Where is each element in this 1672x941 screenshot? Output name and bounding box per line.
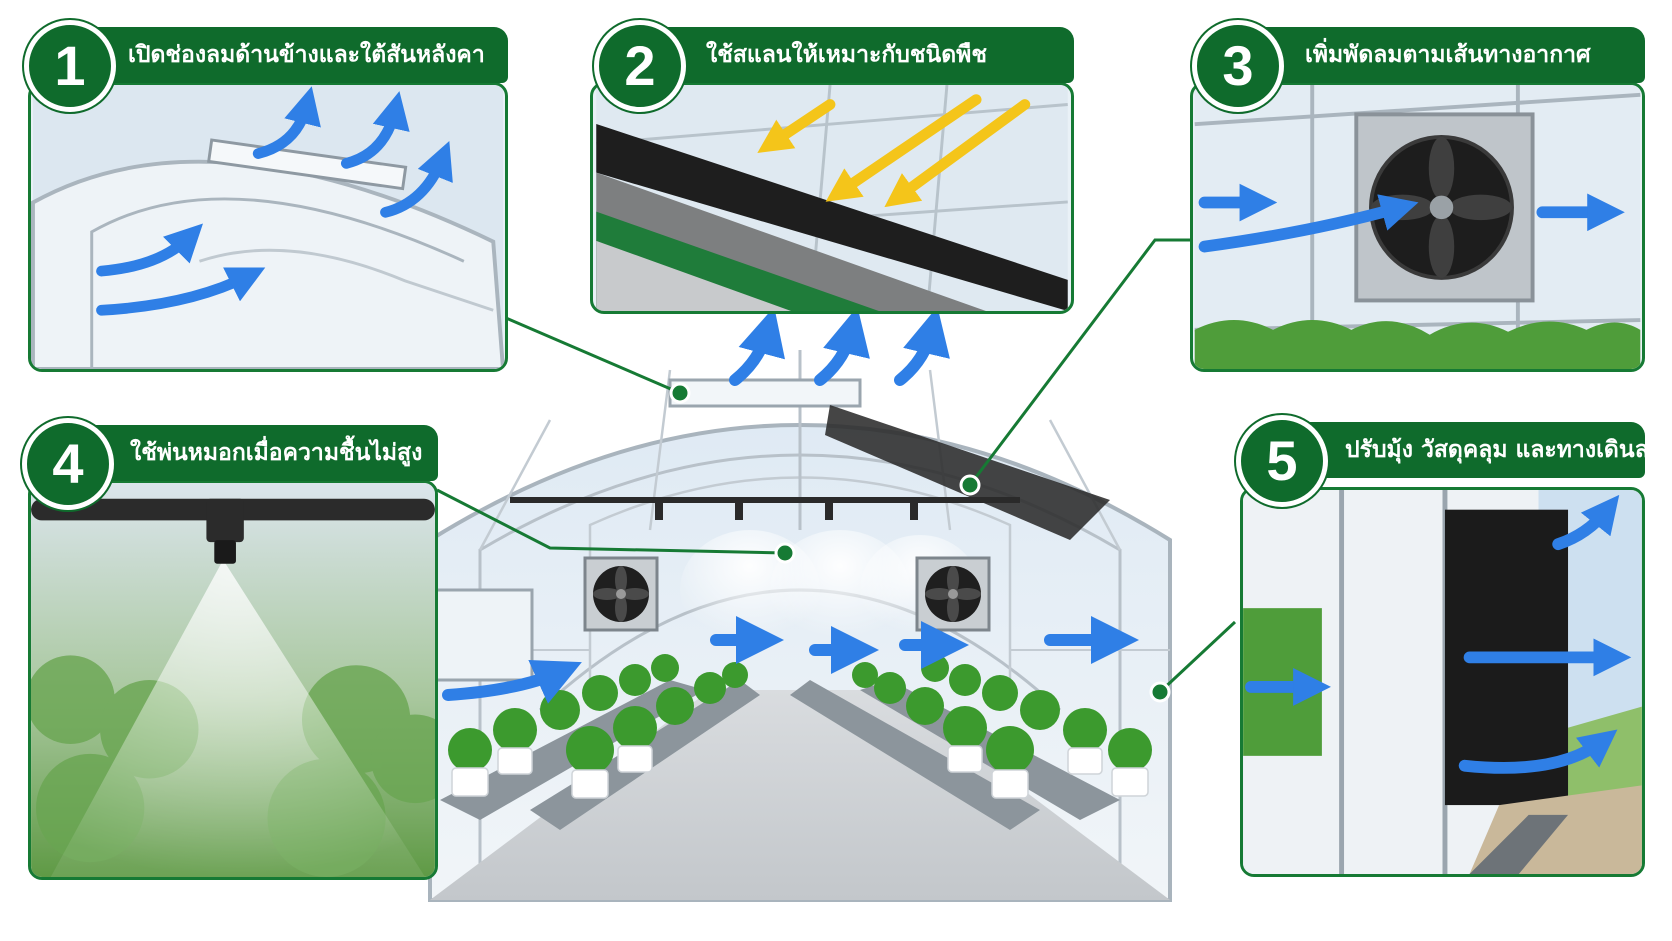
step-5-header [1270, 422, 1645, 478]
step-1-panel [28, 82, 508, 372]
step-1-header [58, 27, 508, 83]
exhaust-fan-illustration [1194, 85, 1641, 369]
step-5-number: 5 [1236, 415, 1328, 507]
airflow-arrow-icon [1552, 494, 1620, 551]
step-1-title: เปิดช่องลมด้านข้างและใต้สันหลังคา [128, 42, 485, 68]
airflow-arrow-icon [1198, 194, 1419, 253]
step-4-panel [28, 480, 438, 880]
sunlight-arrow-icon [825, 94, 982, 202]
step-5-panel [1240, 487, 1645, 877]
mist-nozzle-icon [50, 559, 426, 877]
airflow-arrow-icon [1458, 729, 1618, 774]
side-net-illustration [1243, 490, 1642, 874]
sunlight-arrow-icon [757, 99, 836, 153]
airflow-arrow-icon [96, 267, 266, 316]
step-4-title: ใช้พ่นหมอกเมื่อความชื้นไม่สูง [130, 440, 423, 466]
step-2-header [620, 27, 1074, 83]
shade-net-illustration [596, 85, 1068, 311]
step-2-title: ใช้สแลนให้เหมาะกับชนิดพืช [706, 42, 987, 68]
airflow-arrow-icon [894, 306, 950, 386]
airflow-arrow-icon [96, 223, 203, 277]
step-3-header [1220, 27, 1645, 83]
airflow-arrow-icon [729, 306, 785, 386]
step-1-number: 1 [24, 20, 116, 112]
mist-nozzle-illustration [31, 483, 435, 877]
airflow-arrow-icon [442, 659, 582, 704]
airflow-arrow-icon [380, 140, 453, 218]
step-2-panel [590, 82, 1074, 314]
step-2-number: 2 [594, 20, 686, 112]
step-3-panel [1190, 82, 1645, 372]
airflow-arrow-icon [340, 91, 410, 169]
step-3-title: เพิ่มพัดลมตามเส้นทางอากาศ [1305, 42, 1591, 68]
step-4-header [58, 425, 438, 481]
step-3-number: 3 [1192, 20, 1284, 112]
step-4-number: 4 [22, 418, 114, 510]
airflow-arrow-icon [814, 306, 870, 386]
step-5-title: ปรับมุ้ง วัสดุคลุม และทางเดินลม [1345, 437, 1664, 463]
airflow-arrow-icon [252, 86, 321, 159]
sunlight-arrow-icon [884, 99, 1031, 208]
roof-vent-illustration [31, 85, 505, 369]
